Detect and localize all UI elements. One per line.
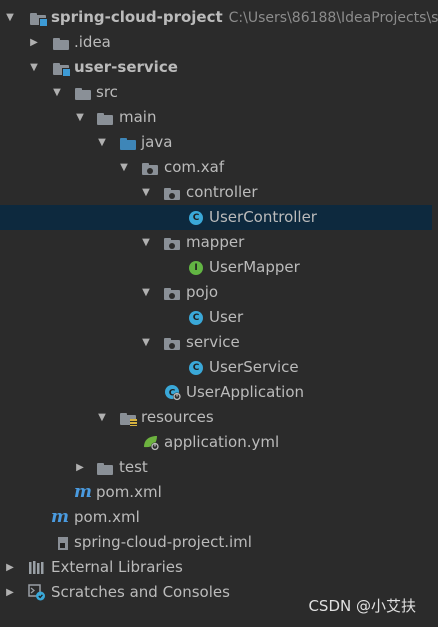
spring-leaf-icon	[142, 434, 160, 451]
expand-arrow-icon[interactable]: ▼	[120, 162, 128, 173]
expand-arrow-icon[interactable]: ▼	[6, 12, 14, 23]
interface-letter: I	[189, 261, 203, 275]
tree-label: spring-cloud-project.iml	[74, 533, 252, 551]
folder-icon	[74, 84, 92, 101]
svg-text:C: C	[169, 389, 176, 399]
expand-arrow-icon[interactable]: ▼	[30, 62, 38, 73]
tree-row-pom-xml-module[interactable]: m pom.xml	[0, 480, 432, 505]
tree-row-user-application[interactable]: C UserApplication	[0, 380, 432, 405]
class-letter: C	[189, 211, 203, 225]
tree-label: test	[119, 458, 148, 476]
expand-arrow-icon[interactable]: ▼	[142, 237, 150, 248]
module-folder-icon	[52, 59, 71, 77]
tree-row-resources[interactable]: ▼ resources	[0, 405, 432, 430]
folder-icon	[52, 34, 70, 51]
tree-label: .idea	[74, 33, 111, 51]
expand-arrow-icon[interactable]: ▼	[142, 187, 150, 198]
project-path: C:\Users\86188\IdeaProjects\s	[228, 10, 438, 26]
tree-row-service[interactable]: ▼ service	[0, 330, 432, 355]
tree-label: UserApplication	[186, 383, 305, 401]
folder-icon	[96, 109, 114, 126]
class-icon: C	[187, 209, 205, 226]
package-icon	[163, 334, 181, 351]
package-icon	[163, 184, 181, 201]
collapse-arrow-icon[interactable]: ▶	[6, 562, 14, 573]
tree-row-application-yml[interactable]: application.yml	[0, 430, 432, 455]
libraries-icon	[28, 559, 46, 576]
collapse-arrow-icon[interactable]: ▶	[6, 587, 14, 598]
tree-label: Scratches and Consoles	[51, 583, 230, 601]
expand-arrow-icon[interactable]: ▼	[98, 412, 106, 423]
tree-label: pojo	[186, 283, 219, 301]
tree-label: resources	[141, 408, 214, 426]
tree-row-com-xaf[interactable]: ▼ com.xaf	[0, 155, 432, 180]
tree-label: application.yml	[164, 433, 280, 451]
package-icon	[163, 234, 181, 251]
class-letter: C	[189, 311, 203, 325]
tree-row-src[interactable]: ▼ src	[0, 80, 432, 105]
tree-label: pom.xml	[96, 483, 162, 501]
tree-row-user-service[interactable]: ▼ user-service	[0, 55, 432, 80]
tree-label: UserMapper	[209, 258, 300, 276]
tree-row-main[interactable]: ▼ main	[0, 105, 432, 130]
maven-icon: m	[74, 482, 92, 502]
tree-row-user-service-class[interactable]: C UserService	[0, 355, 432, 380]
module-folder-icon	[29, 9, 48, 27]
expand-arrow-icon[interactable]: ▼	[53, 87, 61, 98]
tree-label: UserService	[209, 358, 299, 376]
tree-label: main	[119, 108, 157, 126]
tree-row-user-controller[interactable]: C UserController	[0, 205, 432, 230]
tree-row-user[interactable]: C User	[0, 305, 432, 330]
tree-row-iml-file[interactable]: spring-cloud-project.iml	[0, 530, 432, 555]
maven-icon: m	[51, 507, 69, 527]
tree-label: User	[209, 308, 244, 326]
tree-label: service	[186, 333, 240, 351]
collapse-arrow-icon[interactable]: ▶	[76, 462, 84, 473]
tree-label: UserController	[209, 208, 317, 226]
class-icon: C	[187, 309, 205, 326]
tree-label: spring-cloud-project C:\Users\86188\IdeaP…	[51, 5, 438, 31]
tree-label: src	[96, 83, 118, 101]
interface-icon: I	[187, 259, 205, 276]
tree-row-java[interactable]: ▼ java	[0, 130, 432, 155]
expand-arrow-icon[interactable]: ▼	[142, 337, 150, 348]
iml-file-icon	[54, 534, 72, 551]
tree-row-mapper[interactable]: ▼ mapper	[0, 230, 432, 255]
tree-row-test[interactable]: ▶ test	[0, 455, 432, 480]
collapse-arrow-icon[interactable]: ▶	[30, 37, 38, 48]
tree-label: java	[141, 133, 173, 151]
tree-row-spring-cloud-project[interactable]: ▼ spring-cloud-project C:\Users\86188\Ide…	[0, 5, 438, 30]
tree-row-idea[interactable]: ▶ .idea	[0, 30, 432, 55]
scratches-icon	[28, 584, 46, 601]
package-icon	[141, 159, 159, 176]
tree-row-scratches[interactable]: ▶ Scratches and Consoles	[0, 580, 432, 605]
class-icon: C	[187, 359, 205, 376]
class-letter: C	[189, 361, 203, 375]
tree-label: user-service	[74, 58, 178, 76]
expand-arrow-icon[interactable]: ▼	[76, 112, 84, 123]
tree-row-controller[interactable]: ▼ controller	[0, 180, 432, 205]
source-folder-icon	[119, 134, 137, 151]
project-tree: ▼ spring-cloud-project C:\Users\86188\Ide…	[0, 5, 438, 605]
tree-label: com.xaf	[164, 158, 225, 176]
tree-label: mapper	[186, 233, 245, 251]
package-icon	[163, 284, 181, 301]
tree-label: External Libraries	[51, 558, 183, 576]
tree-label: pom.xml	[74, 508, 140, 526]
tree-row-user-mapper[interactable]: I UserMapper	[0, 255, 432, 280]
expand-arrow-icon[interactable]: ▼	[142, 287, 150, 298]
spring-boot-class-icon: C	[164, 384, 182, 401]
project-name: spring-cloud-project	[51, 8, 223, 26]
resources-folder-icon	[119, 409, 137, 426]
tree-row-pom-xml-root[interactable]: m pom.xml	[0, 505, 432, 530]
tree-row-pojo[interactable]: ▼ pojo	[0, 280, 432, 305]
tree-label: controller	[186, 183, 258, 201]
csdn-watermark: CSDN @小艾扶	[308, 597, 416, 615]
expand-arrow-icon[interactable]: ▼	[98, 137, 106, 148]
tree-row-external-libraries[interactable]: ▶ External Libraries	[0, 555, 432, 580]
folder-icon	[96, 459, 114, 476]
